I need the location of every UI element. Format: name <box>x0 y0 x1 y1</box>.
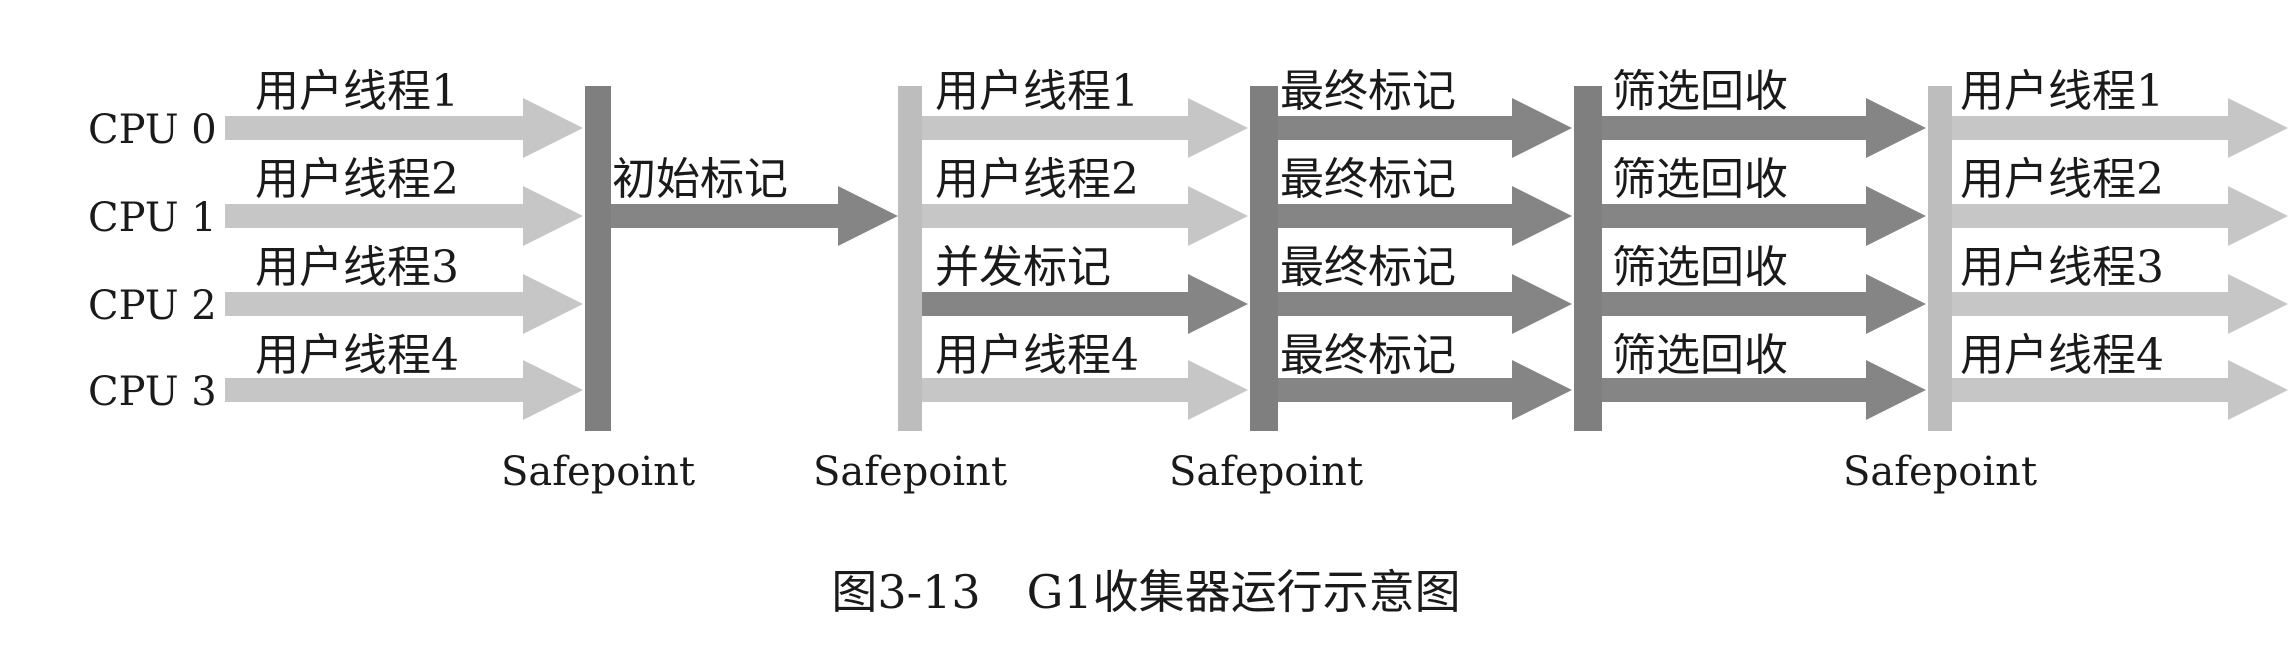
user-thread-arrow <box>910 98 1248 158</box>
final-mark-arrow <box>1266 274 1572 334</box>
figure-caption: 图3-13 G1收集器运行示意图 <box>831 565 1460 619</box>
user-thread-arrow <box>1940 274 2288 334</box>
user-thread-label: 用户线程1 <box>1960 66 2164 117</box>
final-mark-label: 最终标记 <box>1280 66 1456 117</box>
screening-arrow <box>1588 360 1926 420</box>
cpu-label: CPU 1 <box>88 195 217 241</box>
safepoint-bar <box>1928 86 1952 431</box>
user-thread-arrow <box>225 186 583 246</box>
screening-arrow <box>1588 186 1926 246</box>
final-mark-label: 最终标记 <box>1280 154 1456 205</box>
user-thread-label: 用户线程2 <box>255 154 459 205</box>
bars-layer <box>585 86 1952 431</box>
arrows-layer <box>225 98 2288 420</box>
user-thread-label: 用户线程4 <box>1960 330 2164 381</box>
final-mark-label: 最终标记 <box>1280 242 1456 293</box>
cpu-label: CPU 3 <box>88 369 217 415</box>
safepoint-bar <box>585 86 611 431</box>
final-mark-arrow <box>1266 186 1572 246</box>
concurrent-stage-label: 用户线程4 <box>935 330 1139 381</box>
user-thread-arrow <box>910 186 1248 246</box>
user-thread-arrow <box>910 360 1248 420</box>
screening-label: 筛选回收 <box>1612 330 1788 381</box>
concurrent-mark-arrow <box>910 274 1248 334</box>
final-mark-label: 最终标记 <box>1280 330 1456 381</box>
user-thread-label: 用户线程4 <box>255 330 459 381</box>
concurrent-mark-label: 并发标记 <box>935 242 1111 293</box>
user-thread-label: 用户线程3 <box>1960 242 2164 293</box>
safepoint-bar <box>898 86 922 431</box>
user-thread-label: 用户线程3 <box>255 242 459 293</box>
final-mark-arrow <box>1266 98 1572 158</box>
screening-arrow <box>1588 274 1926 334</box>
cpu-label: CPU 0 <box>88 107 217 153</box>
user-thread-label: 用户线程2 <box>1960 154 2164 205</box>
safepoint-label: Safepoint <box>501 449 695 495</box>
screening-label: 筛选回收 <box>1612 66 1788 117</box>
user-thread-arrow <box>225 274 583 334</box>
screening-arrow <box>1588 98 1926 158</box>
user-thread-arrow <box>225 98 583 158</box>
screening-label: 筛选回收 <box>1612 242 1788 293</box>
initial-mark-arrow <box>598 186 898 246</box>
safepoint-label: Safepoint <box>1169 449 1363 495</box>
phase-labels: 用户线程1 用户线程2 用户线程3 用户线程4 初始标记 用户线程1 用户线程2… <box>255 66 2164 381</box>
screening-label: 筛选回收 <box>1612 154 1788 205</box>
cpu-label: CPU 2 <box>88 283 217 329</box>
safepoint-label: Safepoint <box>813 449 1007 495</box>
user-thread-arrow <box>1940 186 2288 246</box>
final-mark-arrow <box>1266 360 1572 420</box>
concurrent-stage-label: 用户线程1 <box>935 66 1139 117</box>
concurrent-stage-label: 用户线程2 <box>935 154 1139 205</box>
user-thread-arrow <box>1940 360 2288 420</box>
safepoint-labels: Safepoint Safepoint Safepoint Safepoint <box>501 449 2037 495</box>
user-thread-label: 用户线程1 <box>255 66 459 117</box>
safepoint-label: Safepoint <box>1843 449 2037 495</box>
user-thread-arrow <box>225 360 583 420</box>
cpu-labels: CPU 0 CPU 1 CPU 2 CPU 3 <box>88 107 217 415</box>
user-thread-arrow <box>1940 98 2288 158</box>
phase-bar <box>1574 86 1602 431</box>
safepoint-bar <box>1250 86 1278 431</box>
initial-mark-label: 初始标记 <box>612 154 788 205</box>
